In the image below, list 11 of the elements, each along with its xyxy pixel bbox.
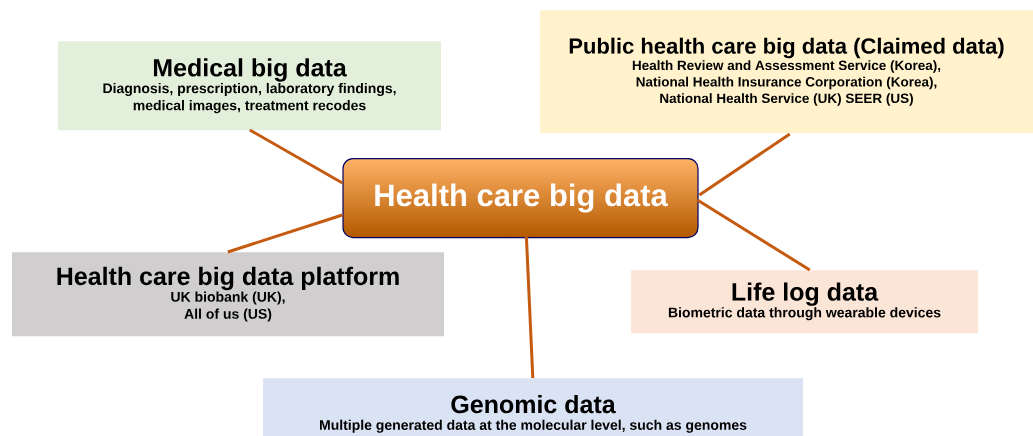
connector-line bbox=[696, 198, 811, 272]
connector-line bbox=[249, 128, 344, 185]
central-box: Health care big data bbox=[342, 158, 699, 239]
topic-box: Public health care big data (Claimed data) Health Review and Assessment Service (Korea), National Health Insurance Corporation (Korea), National Health Service (UK) SEER (US) bbox=[540, 10, 1033, 134]
connector-line bbox=[227, 213, 343, 254]
topic-box: Medical big data Diagnosis, prescription, laboratory findings, medical images, treatment recodes bbox=[58, 41, 441, 131]
topic-box: Genomic data Multiple generated data at the molecular level, such as genomes bbox=[263, 378, 803, 436]
connector-line bbox=[524, 236, 535, 379]
topic-box: Life log data Biometric data through wearable devices bbox=[631, 270, 978, 334]
connector-line bbox=[698, 132, 791, 197]
topic-box: Health care big data platform UK biobank (UK), All of us (US) bbox=[12, 252, 444, 337]
